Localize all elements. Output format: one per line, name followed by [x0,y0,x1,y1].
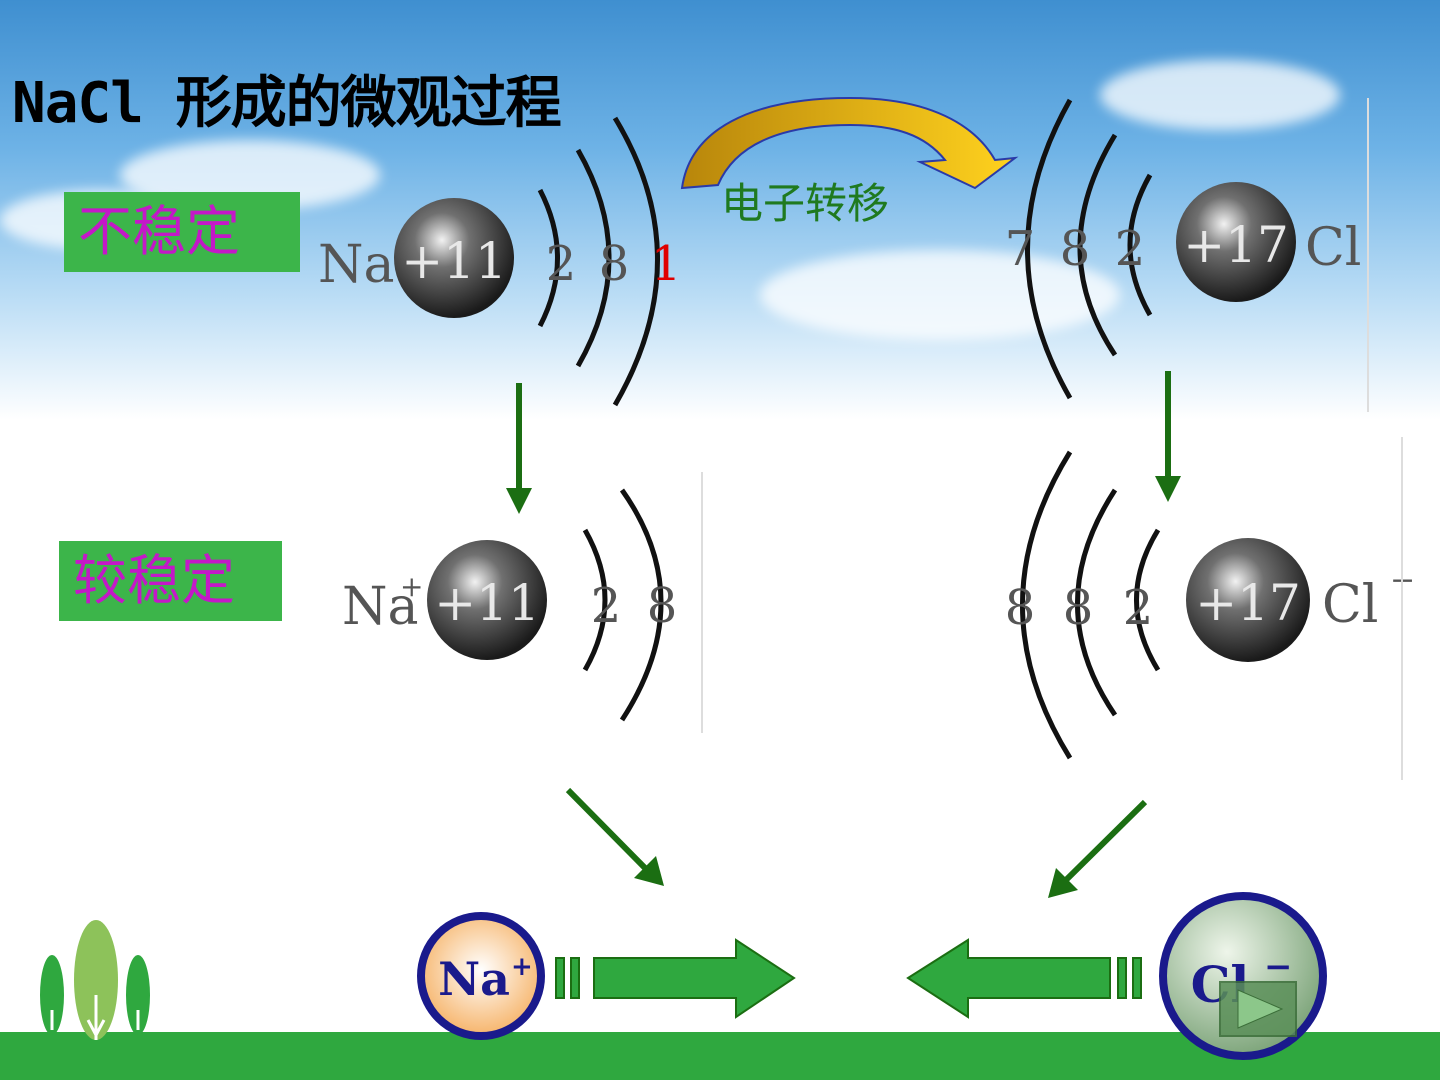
na-ion-symbol: Na [342,577,419,637]
na-atom: Na +11 2 8 1 [318,116,682,407]
cloud [760,250,1120,340]
na-shell-1: 2 [546,236,577,292]
na-ion-charge-sup: + [400,570,423,603]
shell-arc [1025,98,1073,400]
transfer-label: 电子转移 [721,179,889,228]
cl-ion-shell-1: 2 [1123,580,1154,636]
stable-label: 较稳定 [59,541,282,621]
na-ion-ball [417,912,545,1040]
next-slide-button[interactable] [1219,981,1297,1037]
cl-ion-nucleus [1186,538,1310,662]
shell-arc [619,488,664,722]
na-nucleus-charge: +11 [401,232,507,290]
tree-decoration [40,920,150,1040]
down-arrow-left [506,383,532,514]
na-ion-nucleus-charge: +11 [434,574,540,632]
na-ion-nucleus [427,540,547,660]
cl-ion-shell-2: 8 [1063,580,1094,636]
na-ion: Na + +11 2 8 [342,472,703,733]
bottom-na-ion: Na + [417,912,545,1040]
na-shell-3-lost-electron: 1 [651,236,682,292]
na-ion-shell-1: 2 [591,578,622,634]
na-atom-symbol: Na [318,235,395,295]
diagonal-arrow-right [1048,799,1148,898]
cl-ion-shell-3: 8 [1005,580,1036,636]
cl-atom-symbol: Cl [1305,218,1361,278]
cl-shell-2: 8 [1060,221,1091,277]
na-shell-2: 8 [599,236,630,292]
right-pointing-arrow [555,938,796,1019]
cl-ion-bottom-sup: − [1264,947,1293,987]
cl-nucleus [1176,182,1296,302]
na-ion-bottom-sup: + [511,952,533,982]
shell-arc [1020,450,1073,760]
shell-arc [1077,133,1118,357]
electron-transfer-arrow: 电子转移 [680,96,1019,228]
shell-arc [1127,173,1153,317]
shell-arc [575,148,612,368]
cl-shell-1: 2 [1115,221,1146,277]
down-arrow-right [1155,371,1181,502]
cl-ion-symbol: Cl [1322,575,1378,635]
cl-ion-nucleus-charge: +17 [1195,574,1301,632]
cloud [1100,60,1340,130]
unstable-label: 不稳定 [64,192,300,272]
shell-arc [1134,528,1161,672]
left-pointing-arrow [906,938,1142,1019]
na-nucleus [394,198,514,318]
cl-atom: 7 8 2 +17 Cl [1005,98,1369,412]
shell-arc [582,528,608,672]
diagonal-arrow-left [565,787,664,886]
slide-title: NaCl 形成的微观过程 [12,71,562,136]
shell-arc [537,188,560,328]
na-ion-shell-2: 8 [647,578,678,634]
shell-arc [1075,488,1118,717]
cl-nucleus-charge: +17 [1183,216,1289,274]
cl-shell-3: 7 [1005,221,1036,277]
na-ion-bottom-symbol: Na [438,952,510,1006]
shell-arc [612,116,660,407]
cl-ion: 8 8 2 +17 Cl − [1005,437,1415,780]
